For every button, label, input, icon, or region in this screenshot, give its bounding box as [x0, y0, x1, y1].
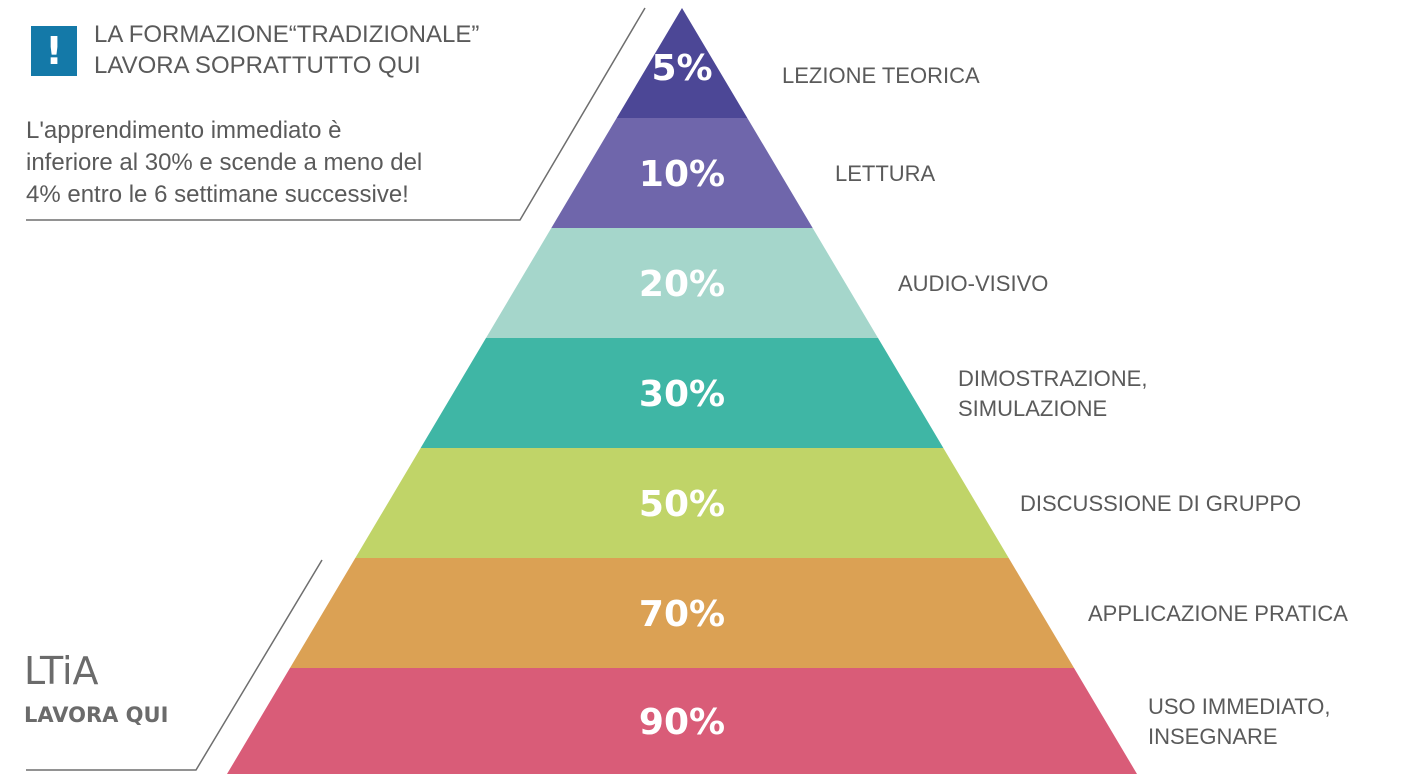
traditional-training-heading: LA FORMAZIONE“TRADIZIONALE” LAVORA SOPRA…: [94, 19, 479, 81]
level-percent: 30%: [639, 374, 725, 415]
level-label: DIMOSTRAZIONE,: [958, 366, 1147, 391]
level-percent: 90%: [639, 702, 725, 743]
level-percent: 70%: [639, 594, 725, 635]
ltia-works-here-label: LAVORA QUI: [24, 703, 169, 727]
pyramid-level-4: [420, 338, 944, 448]
pyramid: 5% LEZIONE TEORICA 10% LETTURA 20% AUDIO-VISI…: [227, 8, 1348, 774]
level-label: LEZIONE TEORICA: [782, 63, 980, 88]
level-label: APPLICAZIONE PRATICA: [1088, 601, 1348, 626]
heading-line: LA FORMAZIONE“TRADIZIONALE”: [94, 21, 480, 48]
note-line: L'apprendimento immediato è: [26, 117, 342, 144]
note-line: inferiore al 30% e scende a meno del: [26, 149, 423, 176]
level-percent: 10%: [639, 154, 725, 195]
level-percent: 50%: [639, 484, 725, 525]
heading-line: LAVORA SOPRATTUTTO QUI: [94, 52, 421, 79]
pyramid-level-3: [485, 228, 879, 338]
pyramid-level-7: [227, 668, 1137, 774]
top-callout-leader-line: [26, 7, 646, 221]
note-line: 4% entro le 6 settimane successive!: [26, 181, 409, 208]
pyramid-level-2: [551, 118, 813, 228]
level-percent: 20%: [639, 264, 725, 305]
bottom-callout-leader-line: [26, 559, 323, 771]
ltia-brand-name: LTiA: [24, 649, 99, 693]
level-percent: 5%: [651, 48, 712, 89]
level-label: AUDIO-VISIVO: [898, 271, 1048, 296]
level-label: INSEGNARE: [1148, 724, 1278, 749]
level-label: LETTURA: [835, 161, 936, 186]
pyramid-level-6: [289, 558, 1075, 668]
pyramid-level-5: [355, 448, 1009, 558]
level-label: DISCUSSIONE DI GRUPPO: [1020, 491, 1301, 516]
level-label: SIMULAZIONE: [958, 396, 1107, 421]
pyramid-level-1: [616, 8, 748, 118]
exclamation-icon: !: [31, 26, 77, 76]
level-label: USO IMMEDIATO,: [1148, 694, 1331, 719]
traditional-training-note: L'apprendimento immediato è inferiore al…: [26, 115, 526, 211]
